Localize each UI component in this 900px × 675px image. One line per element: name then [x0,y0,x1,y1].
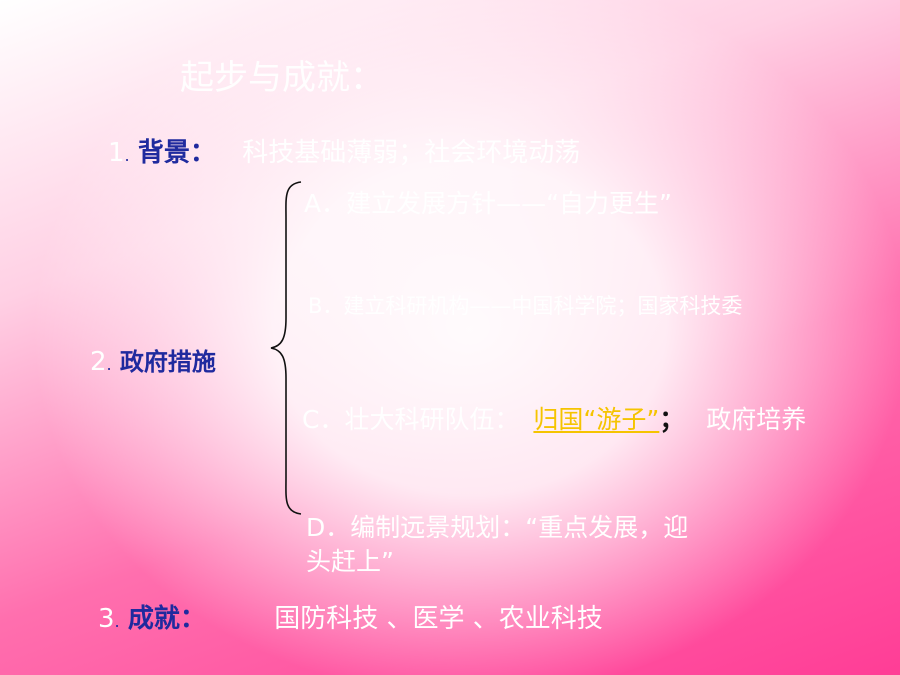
measures-number: 2 [90,347,107,377]
achievements-dot: . [114,612,120,631]
measure-c-suffix: 政府培养 [706,405,807,434]
measure-b: B．建立科研机构——中国科学院；国家科技委 [308,290,742,320]
background-dot: . [124,146,130,165]
measures-row: 2. 政府措施 [90,342,216,377]
measure-c-separator: ； [659,405,685,434]
measure-c-prefix: C．壮大科研队伍： [302,405,520,434]
slide-title: 起步与成就： [180,58,384,98]
background-row: 1. 背景： 科技基础薄弱；社会环境动荡 [108,132,580,169]
measure-a: A．建立发展方针——“自力更生” [304,189,673,218]
achievements-number: 3 [98,604,115,634]
curly-brace-icon [270,181,302,515]
measure-d-line1: D．编制远景规划：“重点发展，迎 [306,513,689,542]
measure-d-line2: 头赶上” [306,547,394,576]
background-text: 科技基础薄弱；社会环境动荡 [242,138,581,168]
background-label: 背景： [137,138,216,168]
measure-c: C．壮大科研队伍： 归国“游子”； 政府培养 [302,400,806,436]
measure-b-prefix: B．建立科研机构 [308,294,470,318]
measure-c-highlight: 归国“游子” [533,405,660,434]
background-number: 1 [108,138,125,168]
measures-dot: . [106,355,112,374]
achievements-label: 成就： [127,604,206,634]
achievements-row: 3. 成就： 国防科技 、医学 、农业科技 [98,598,603,635]
measures-label: 政府措施 [119,348,216,376]
measure-b-text: ——中国科学院；国家科技委 [469,294,743,318]
achievements-text: 国防科技 、医学 、农业科技 [274,604,603,634]
